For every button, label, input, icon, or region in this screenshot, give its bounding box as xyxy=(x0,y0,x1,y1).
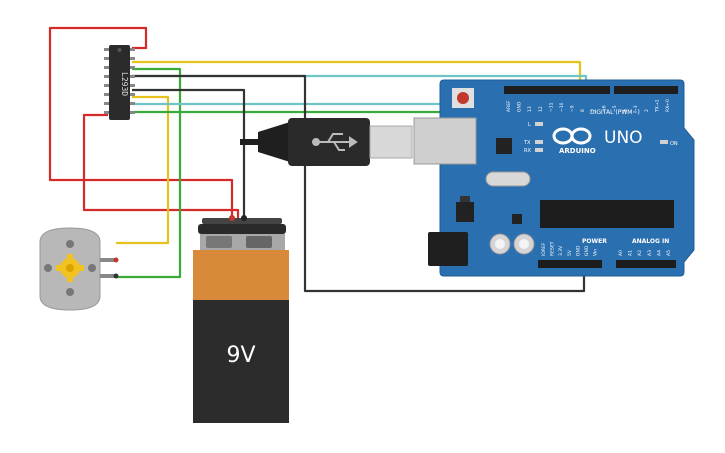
top-header: DIGITAL (PWM~) xyxy=(504,86,678,116)
regulator xyxy=(456,202,474,222)
motor-terminal-2 xyxy=(100,274,116,278)
battery-connector-left xyxy=(206,236,232,248)
chip-body xyxy=(109,45,130,120)
analog-pin-label-0: A0 xyxy=(618,250,624,256)
wire-black-gnd xyxy=(132,74,586,293)
top-pin-label-12: ~3 xyxy=(633,105,639,112)
chip-notch xyxy=(117,48,122,52)
l293d-chip[interactable]: L293D xyxy=(104,45,135,120)
arduino-uno-board[interactable]: UNO ARDUINO L TX RX ON DIGITAL (PWM~) xyxy=(413,79,695,277)
battery-body xyxy=(193,300,289,423)
arduino-brand: ARDUINO xyxy=(559,147,596,155)
arduino-logo: UNO ARDUINO xyxy=(552,127,643,155)
usb-strain-relief xyxy=(258,122,290,162)
atmega-chip xyxy=(540,200,674,228)
wire-red-chip-top xyxy=(48,26,234,218)
power-label: POWER xyxy=(582,238,607,245)
analog-pin-label-1: A1 xyxy=(628,250,634,256)
battery-9v[interactable]: 9V xyxy=(193,215,289,423)
top-pin-label-14: TX→1 xyxy=(654,99,660,113)
top-pin-label-9: ~6 xyxy=(601,105,607,112)
top-pin-label-6: ~9 xyxy=(570,105,576,112)
battery-plus-terminal xyxy=(229,215,235,221)
power-pin-label-3: 5V xyxy=(567,249,573,256)
analog-pin-label-4: A4 xyxy=(656,250,662,256)
motor-terminal-1 xyxy=(100,258,116,262)
power-jack xyxy=(428,232,468,266)
analog-label: ANALOG IN xyxy=(632,238,669,245)
analog-pin-label-2: A2 xyxy=(637,250,643,256)
motor-mount-hole-top xyxy=(66,240,74,248)
status-leds: L TX RX xyxy=(523,122,543,154)
led-label-tx: TX xyxy=(523,140,531,146)
usb-metal-shell xyxy=(369,125,413,159)
small-ic xyxy=(496,138,512,154)
power-pin-label-6: Vin xyxy=(593,249,599,256)
top-pin-label-5: ~10 xyxy=(559,102,565,112)
dc-motor[interactable] xyxy=(39,227,119,311)
power-pin-label-1: RESET xyxy=(550,241,556,256)
motor-terminal-2-cap xyxy=(113,273,119,279)
bottom-header: POWER ANALOG IN xyxy=(538,238,676,268)
analog-pin-label-5: A5 xyxy=(666,250,672,256)
battery-top-band xyxy=(193,250,289,300)
top-pin-label-7: 8 xyxy=(580,109,586,112)
wire-red-chip-left xyxy=(82,113,240,218)
on-indicator: ON xyxy=(660,140,678,147)
chip-pins-left xyxy=(104,48,110,114)
power-pin-label-2: 3.3V xyxy=(558,245,564,256)
motor-mount-hole-right xyxy=(88,264,96,272)
wire-black-battery xyxy=(132,88,246,218)
regulator-tab xyxy=(460,196,470,202)
digital-header-label: DIGITAL (PWM~) xyxy=(590,109,640,116)
top-pin-label-15: RX←0 xyxy=(665,99,671,112)
battery-minus-terminal xyxy=(241,215,247,221)
wire-green-motor xyxy=(116,67,182,279)
motor-mount-hole-bottom xyxy=(66,288,74,296)
power-pin-label-0: IOREF xyxy=(541,242,547,256)
battery-clip xyxy=(198,224,286,234)
top-pin-label-2: 13 xyxy=(527,106,533,112)
usb-port xyxy=(413,117,477,165)
top-pin-label-8: 7 xyxy=(591,109,597,112)
battery-clip-top xyxy=(202,218,282,224)
battery-connector-right xyxy=(246,236,272,248)
reset-button[interactable] xyxy=(457,92,469,104)
top-pin-label-1: GND xyxy=(517,101,523,112)
motor-terminal-1-cap xyxy=(113,257,119,263)
top-pin-label-11: 4 xyxy=(623,109,629,112)
battery-label: 9V xyxy=(226,343,255,368)
led-label-rx: RX xyxy=(524,148,531,154)
chip-label: L293D xyxy=(120,72,129,96)
infinity-icon xyxy=(552,127,592,145)
arduino-model: UNO xyxy=(604,128,643,148)
motor-mount-hole-left xyxy=(44,264,52,272)
top-pin-label-13: 2 xyxy=(644,109,650,112)
top-pin-label-10: ~5 xyxy=(612,105,618,112)
top-pin-labels: AREF GND 13 12 ~11 ~10 ~9 8 7 ~6 ~5 4 ~3 2 TX→1 RX←0 xyxy=(506,99,671,113)
top-pin-label-0: AREF xyxy=(506,100,512,112)
crystal xyxy=(485,171,531,187)
usb-cable xyxy=(240,118,413,166)
usb-icon xyxy=(312,133,358,151)
top-pin-label-4: ~11 xyxy=(548,102,554,112)
wire-yellow-motor xyxy=(116,95,170,245)
power-pin-label-5: GND xyxy=(584,245,590,256)
on-label: ON xyxy=(670,141,678,147)
top-pin-label-3: 12 xyxy=(538,106,544,112)
led-label-l: L xyxy=(528,122,531,128)
small-chip-b xyxy=(512,214,522,224)
analog-pin-label-3: A3 xyxy=(647,250,653,256)
chip-pins-right xyxy=(129,48,135,114)
power-pin-label-4: GND xyxy=(575,245,581,256)
motor-gear-icon xyxy=(56,254,84,282)
